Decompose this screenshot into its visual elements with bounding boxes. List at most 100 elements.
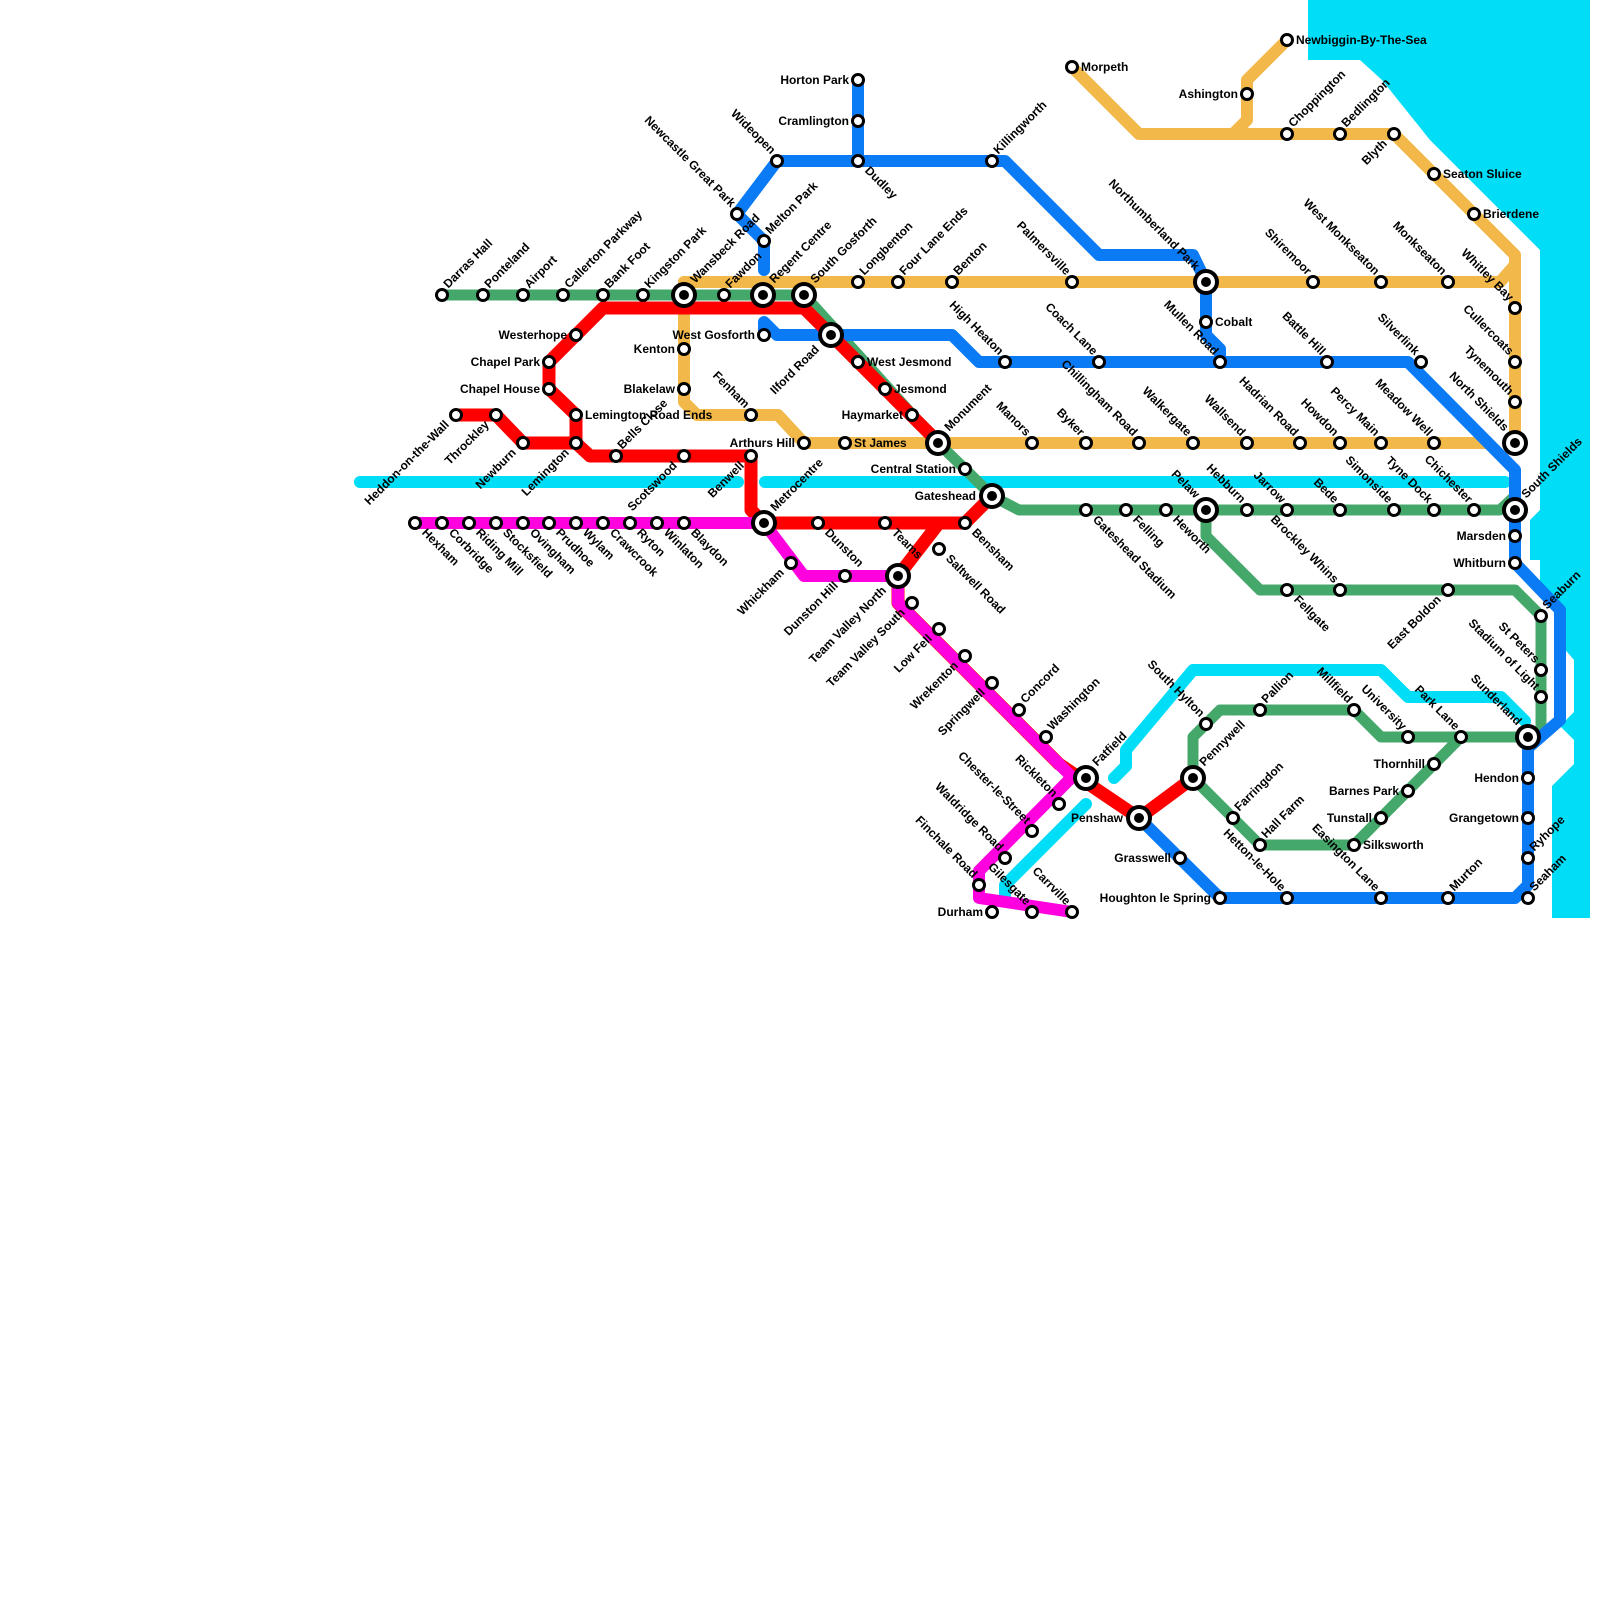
- station-brierdene[interactable]: [1469, 209, 1480, 220]
- station-jesmond[interactable]: [880, 384, 891, 395]
- station-houghton-le-spring[interactable]: [1215, 893, 1226, 904]
- station-darras-hall[interactable]: [437, 290, 448, 301]
- station-silksworth[interactable]: [1349, 840, 1360, 851]
- station-stocksfield[interactable]: [491, 518, 502, 529]
- station-four-lane-ends[interactable]: [893, 277, 904, 288]
- station-rickleton[interactable]: [1054, 799, 1065, 810]
- station-bede[interactable]: [1335, 505, 1346, 516]
- station-saltwell-road[interactable]: [934, 544, 945, 555]
- station-low-fell[interactable]: [934, 624, 945, 635]
- station-scotswood[interactable]: [679, 451, 690, 462]
- station-metrocentre[interactable]: [751, 510, 777, 536]
- station-west-jesmond[interactable]: [853, 357, 864, 368]
- station-bells-close[interactable]: [611, 451, 622, 462]
- station-felling[interactable]: [1121, 505, 1132, 516]
- station-fawdon[interactable]: [719, 290, 730, 301]
- station-murton[interactable]: [1443, 893, 1454, 904]
- station-howdon[interactable]: [1335, 438, 1346, 449]
- station-park-lane[interactable]: [1456, 732, 1467, 743]
- station-kenton[interactable]: [679, 344, 690, 355]
- station-wansbeck-road[interactable]: [671, 282, 697, 308]
- station-coach-lane[interactable]: [1094, 357, 1105, 368]
- station-whitley-bay[interactable]: [1510, 303, 1521, 314]
- station-regent-centre[interactable]: [750, 282, 776, 308]
- station-arthurs-hill[interactable]: [799, 438, 810, 449]
- station-airport[interactable]: [518, 290, 529, 301]
- station-south-gosforth[interactable]: [791, 282, 817, 308]
- station-westerhope[interactable]: [571, 330, 582, 341]
- station-percy-main[interactable]: [1376, 438, 1387, 449]
- station-south-hylton[interactable]: [1201, 719, 1212, 730]
- station-heddon-on-the-wall[interactable]: [451, 410, 462, 421]
- station-teams[interactable]: [880, 518, 891, 529]
- station-ryhope[interactable]: [1523, 853, 1534, 864]
- station-cobalt[interactable]: [1201, 317, 1212, 328]
- station-monkseaton[interactable]: [1443, 277, 1454, 288]
- station-university[interactable]: [1403, 732, 1414, 743]
- station-horton-park[interactable]: [853, 75, 864, 86]
- station-northumberland-park[interactable]: [1193, 269, 1219, 295]
- station-tynemouth[interactable]: [1510, 397, 1521, 408]
- station-south-shields[interactable]: [1502, 497, 1528, 523]
- station-lemington-road-ends[interactable]: [571, 410, 582, 421]
- station-pennywell[interactable]: [1180, 765, 1206, 791]
- station-blakelaw[interactable]: [679, 384, 690, 395]
- station-monument[interactable]: [925, 430, 951, 456]
- station-hadrian-road[interactable]: [1295, 438, 1306, 449]
- station-ilford-road[interactable]: [818, 322, 844, 348]
- station-cullercoats[interactable]: [1510, 357, 1521, 368]
- station-wylam[interactable]: [571, 518, 582, 529]
- station-hendon[interactable]: [1523, 773, 1534, 784]
- station-simonside[interactable]: [1389, 505, 1400, 516]
- station-dudley[interactable]: [853, 156, 864, 167]
- station-ovingham[interactable]: [518, 518, 529, 529]
- station-ponteland[interactable]: [478, 290, 489, 301]
- station-kingston-park[interactable]: [638, 290, 649, 301]
- station-killingworth[interactable]: [987, 156, 998, 167]
- station-manors[interactable]: [1027, 438, 1038, 449]
- station-hebburn[interactable]: [1242, 505, 1253, 516]
- station-meadow-well[interactable]: [1429, 438, 1440, 449]
- station-fenham[interactable]: [746, 410, 757, 421]
- station-lemington[interactable]: [571, 438, 582, 449]
- station-shiremoor[interactable]: [1308, 277, 1319, 288]
- station-grangetown[interactable]: [1523, 813, 1534, 824]
- station-melton-park[interactable]: [759, 236, 770, 247]
- station-longbenton[interactable]: [853, 277, 864, 288]
- station-whitburn[interactable]: [1510, 558, 1521, 569]
- station-seaburn[interactable]: [1536, 611, 1547, 622]
- station-durham[interactable]: [987, 907, 998, 918]
- station-washington[interactable]: [1041, 732, 1052, 743]
- station-gateshead[interactable]: [979, 483, 1005, 509]
- station-marsden[interactable]: [1510, 531, 1521, 542]
- station-st-peters[interactable]: [1536, 665, 1547, 676]
- station-chichester[interactable]: [1469, 505, 1480, 516]
- station-west-gosforth[interactable]: [759, 330, 770, 341]
- station-chillingham-road[interactable]: [1134, 438, 1145, 449]
- station-ashington[interactable]: [1242, 89, 1253, 100]
- station-bedlington[interactable]: [1335, 129, 1346, 140]
- station-blyth[interactable]: [1389, 129, 1400, 140]
- station-seaton-sluice[interactable]: [1429, 169, 1440, 180]
- station-pelaw[interactable]: [1193, 497, 1219, 523]
- station-waldridge-road[interactable]: [1000, 853, 1011, 864]
- station-byker[interactable]: [1081, 438, 1092, 449]
- station-carrville[interactable]: [1067, 907, 1078, 918]
- station-barnes-park[interactable]: [1403, 786, 1414, 797]
- station-seaham[interactable]: [1523, 893, 1534, 904]
- station-gilesgate[interactable]: [1027, 907, 1038, 918]
- station-wallsend[interactable]: [1242, 438, 1253, 449]
- station-ryton[interactable]: [625, 518, 636, 529]
- station-stadium-of-light[interactable]: [1536, 692, 1547, 703]
- station-chapel-house[interactable]: [544, 384, 555, 395]
- station-concord[interactable]: [1014, 705, 1025, 716]
- station-tyne-dock[interactable]: [1429, 505, 1440, 516]
- station-palmersville[interactable]: [1067, 277, 1078, 288]
- station-gateshead-stadium[interactable]: [1081, 505, 1092, 516]
- station-farringdon[interactable]: [1228, 813, 1239, 824]
- station-thornhill[interactable]: [1429, 759, 1440, 770]
- station-hexham[interactable]: [410, 518, 421, 529]
- station-riding-mill[interactable]: [464, 518, 475, 529]
- station-grasswell[interactable]: [1175, 853, 1186, 864]
- station-team-valley-south[interactable]: [907, 598, 918, 609]
